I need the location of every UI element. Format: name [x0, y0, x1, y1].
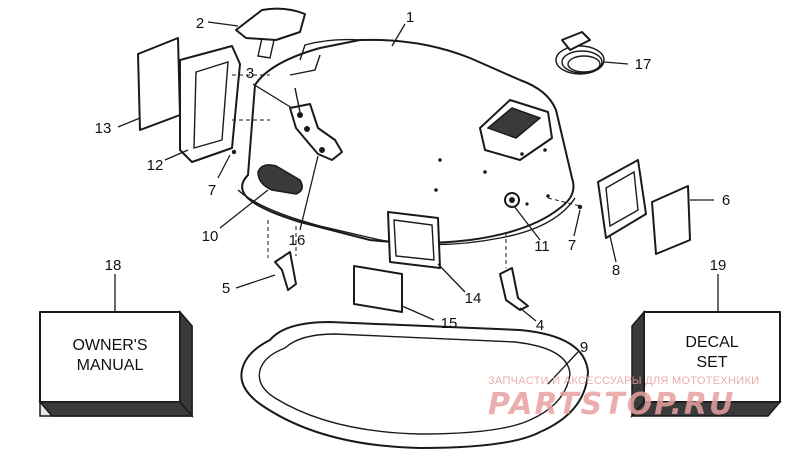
decal-card-bottom	[353, 265, 403, 313]
frame-left	[179, 45, 270, 163]
callout-9: 9	[580, 339, 588, 356]
callout-5: 5	[222, 280, 230, 297]
callout-15: 15	[441, 315, 458, 332]
bracket-left	[267, 220, 297, 291]
callout-1: 1	[406, 9, 414, 26]
manual-line-1: OWNER'S	[72, 337, 147, 354]
watermark-brand: PARTSTOP.RU	[488, 387, 735, 422]
plate-frame-center	[387, 211, 441, 269]
watermark-subtitle: ЗАПЧАСТИ И АКСЕССУАРЫ ДЛЯ МОТОТЕХНИКИ	[488, 375, 759, 387]
watermark: ЗАПЧАСТИ И АКСЕССУАРЫ ДЛЯ МОТОТЕХНИКИ PA…	[488, 375, 759, 422]
callout-12: 12	[147, 157, 164, 174]
latch-bracket	[289, 87, 343, 161]
owners-manual-box: OWNER'S MANUAL	[38, 309, 194, 419]
callout-17: 17	[635, 56, 652, 73]
callout-7-right: 7	[568, 237, 576, 254]
screw-right	[547, 197, 583, 210]
callout-6: 6	[722, 192, 730, 209]
callout-7-left: 7	[208, 182, 216, 199]
grommet	[504, 192, 529, 208]
callout-19: 19	[710, 257, 727, 274]
decal-card-left	[137, 37, 181, 131]
decal-line-1: DECAL	[685, 334, 738, 351]
callout-18: 18	[105, 257, 122, 274]
manual-line-2: MANUAL	[77, 357, 144, 374]
callout-8: 8	[612, 262, 620, 279]
callout-11: 11	[534, 238, 550, 255]
callout-14: 14	[465, 290, 482, 307]
callout-numbers: 1 2 3 4 5 6 7 7 8 9 10 11 12 13 14 15 16…	[95, 9, 731, 356]
callout-4: 4	[536, 317, 544, 334]
callout-13: 13	[95, 120, 112, 137]
decal-set-box: DECAL SET	[630, 309, 782, 419]
frame-right	[597, 159, 647, 239]
callout-3: 3	[246, 65, 254, 82]
callout-16: 16	[289, 232, 306, 249]
callout-10: 10	[202, 228, 219, 245]
decal-card-right	[651, 185, 691, 255]
callout-2: 2	[196, 15, 204, 32]
gasket-seal	[240, 321, 589, 449]
leader-lines	[114, 21, 719, 385]
motor-cover	[237, 38, 576, 246]
latch-handle	[235, 7, 306, 59]
cable-coil	[555, 31, 605, 75]
bracket-right	[499, 232, 529, 311]
seal-pad	[257, 164, 303, 195]
decal-line-2: SET	[696, 354, 727, 371]
screw-left	[231, 149, 237, 155]
